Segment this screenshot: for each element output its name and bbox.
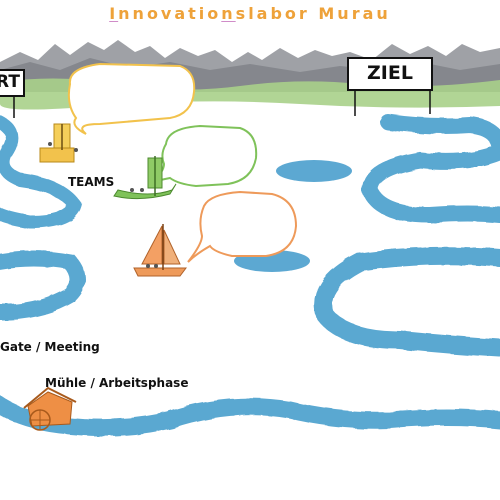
- start-sign: [0, 69, 25, 118]
- yellow-raft-icon: [39, 123, 78, 163]
- goal-sign-label: ZIEL: [367, 62, 413, 84]
- lake-small-right: [276, 160, 352, 182]
- speech-bubble-green: [151, 124, 258, 188]
- title-segment: slabor: [235, 4, 310, 23]
- green-boat-icon: [113, 156, 177, 200]
- river-left-mid: [0, 250, 86, 320]
- mill-icon: [23, 386, 77, 431]
- orange-sailboat-icon: [133, 224, 187, 277]
- muehle-label: Mühle / Arbeitsphase: [45, 376, 189, 390]
- river-right-lower: [314, 246, 500, 357]
- river-bottom: [0, 395, 500, 437]
- start-sign-label: RT: [0, 72, 20, 92]
- title-segment: Murau: [309, 4, 391, 23]
- title-letter-n: n: [221, 4, 236, 23]
- speech-bubble-yellow: [67, 62, 196, 135]
- river-right-upper: [361, 114, 500, 224]
- title-letter-i: I: [109, 4, 119, 23]
- gate-meeting-label: Gate / Meeting: [0, 340, 100, 354]
- speech-bubble-orange: [187, 190, 298, 263]
- page-title: Innovationslabor Murau: [0, 4, 500, 23]
- teams-label: TEAMS: [68, 175, 115, 189]
- title-segment: nnovatio: [118, 4, 222, 23]
- river-left-top: [0, 115, 83, 229]
- goal-sign: [347, 57, 433, 116]
